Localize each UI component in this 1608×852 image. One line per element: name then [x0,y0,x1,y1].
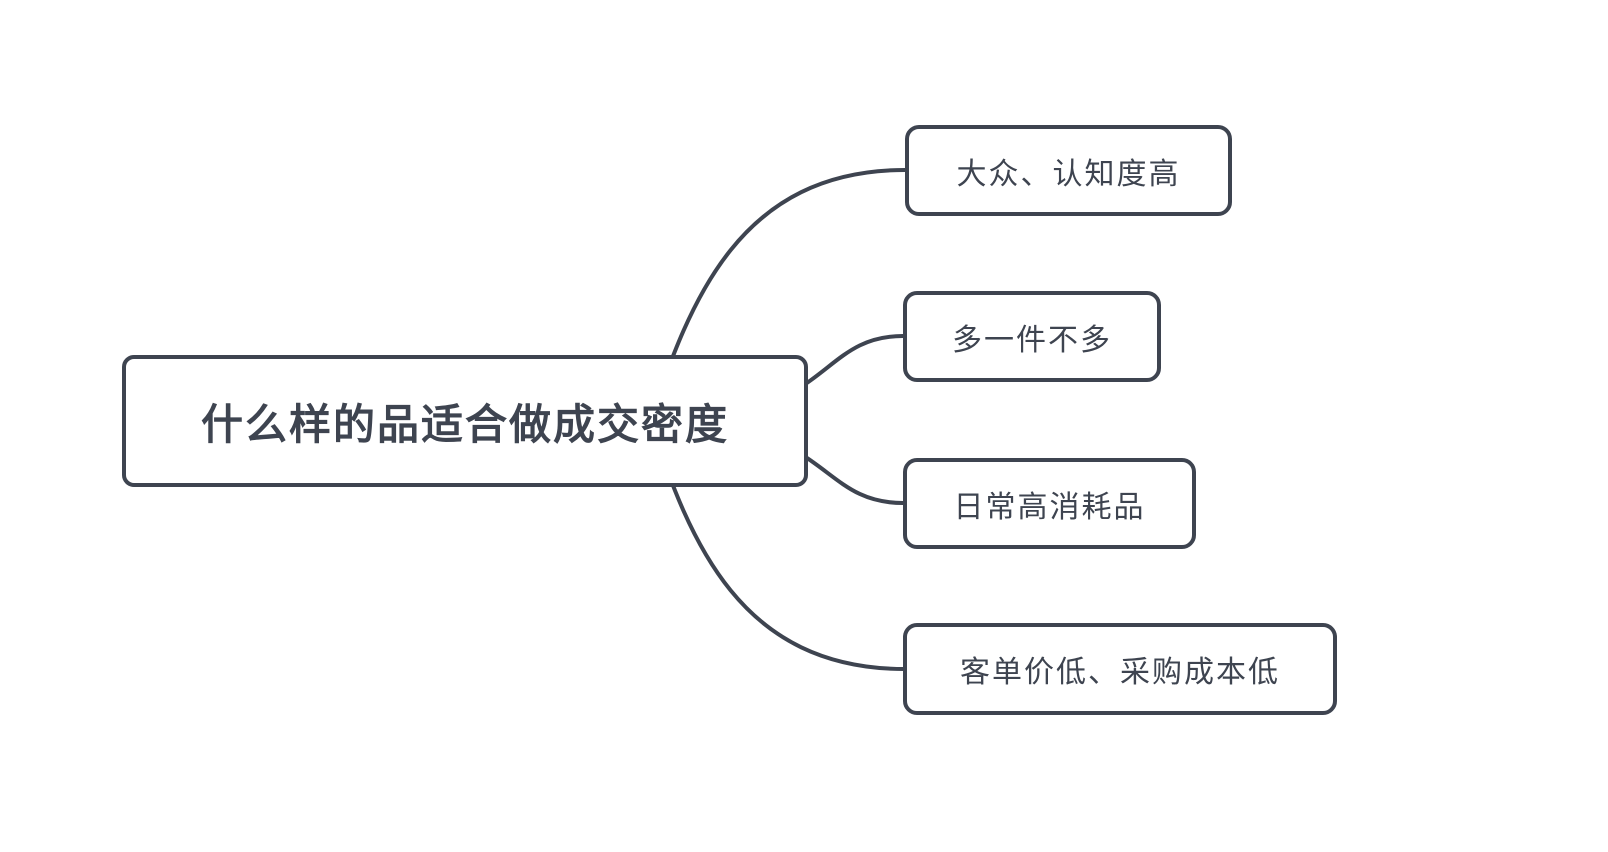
root-node-label: 什么样的品适合做成交密度 [200,400,729,448]
child-node-2-label: 多一件不多 [952,323,1112,357]
root-node[interactable]: 什么样的品适合做成交密度 [122,355,808,487]
child-node-4-label: 客单价低、采购成本低 [960,656,1280,689]
child-node-3[interactable]: 日常高消耗品 [903,458,1196,549]
child-node-4[interactable]: 客单价低、采购成本低 [903,623,1337,715]
child-node-1[interactable]: 大众、认知度高 [905,125,1232,216]
child-node-1-label: 大众、认知度高 [956,157,1181,191]
child-node-3-label: 日常高消耗品 [953,490,1146,524]
child-node-2[interactable]: 多一件不多 [903,291,1161,382]
